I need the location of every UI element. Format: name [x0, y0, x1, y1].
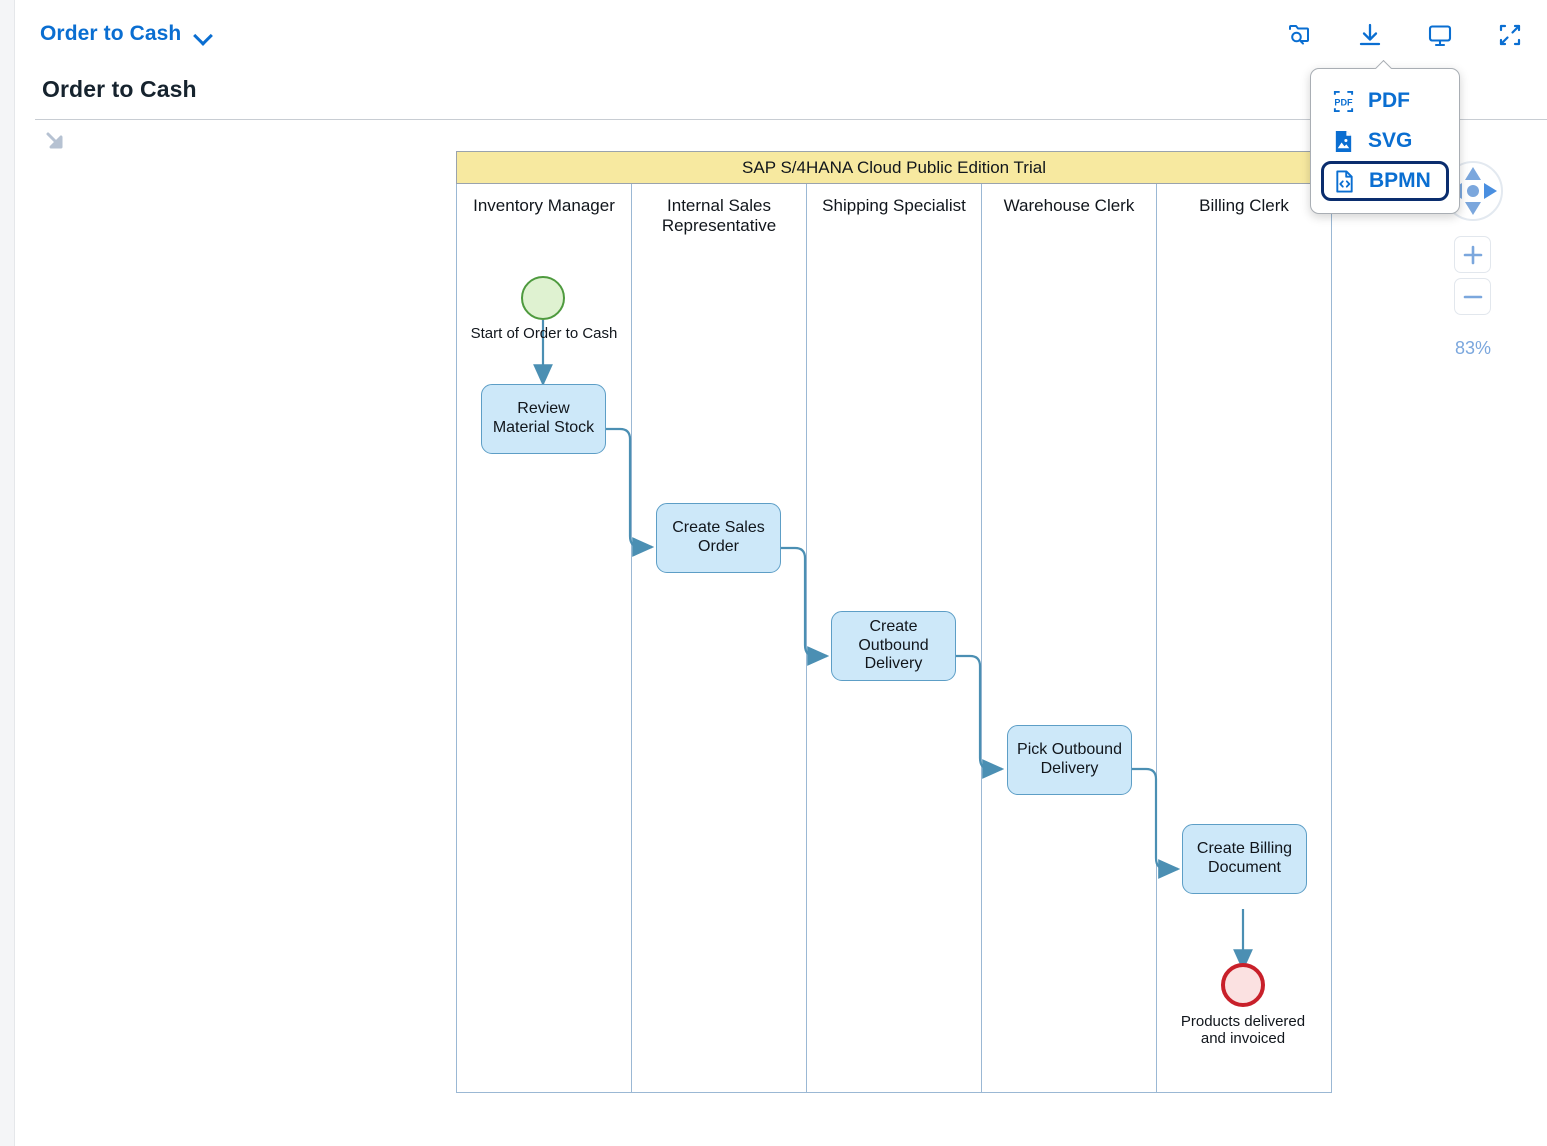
page-title: Order to Cash: [42, 76, 197, 102]
task-create-billing-document[interactable]: Create Billing Document: [1182, 824, 1307, 894]
svg-file-icon: [1335, 130, 1352, 152]
zoom-level-label: 83%: [1454, 338, 1492, 358]
header-toolbar: [1283, 18, 1527, 52]
lane-inventory-manager: Inventory Manager: [457, 184, 632, 1092]
collapse-fullscreen-icon[interactable]: [1493, 18, 1527, 52]
lane-title: Internal Sales Representative: [661, 196, 777, 235]
bpmn-pool: SAP S/4HANA Cloud Public Edition Trial I…: [456, 151, 1332, 1093]
svg-text:PDF: PDF: [1334, 97, 1353, 107]
end-event-label: Products delivered and invoiced: [1180, 1013, 1306, 1048]
lane-title: Billing Clerk: [1199, 196, 1289, 215]
task-create-outbound-delivery[interactable]: Create Outbound Delivery: [831, 611, 956, 681]
download-menu-label-pdf: PDF: [1368, 89, 1410, 112]
pdf-file-icon: PDF: [1333, 90, 1354, 112]
lane-billing-clerk: Billing Clerk: [1157, 184, 1331, 1092]
lane-title: Inventory Manager: [473, 196, 615, 215]
zoom-out-button[interactable]: [1454, 278, 1491, 315]
search-folder-icon[interactable]: [1283, 18, 1317, 52]
breadcrumb[interactable]: Order to Cash: [40, 22, 213, 46]
task-create-sales-order[interactable]: Create Sales Order: [656, 503, 781, 573]
download-menu-item-bpmn[interactable]: BPMN: [1321, 161, 1449, 201]
pool-title: SAP S/4HANA Cloud Public Edition Trial: [456, 151, 1332, 184]
diagram-canvas[interactable]: SAP S/4HANA Cloud Public Edition Trial I…: [0, 140, 1547, 1146]
expand-diagonal-arrow-icon[interactable]: [42, 128, 70, 156]
presentation-display-icon[interactable]: [1423, 18, 1457, 52]
lane-title: Shipping Specialist: [822, 196, 966, 215]
download-menu-label-svg: SVG: [1368, 129, 1413, 152]
task-review-material-stock[interactable]: Review Material Stock: [481, 384, 606, 454]
breadcrumb-label: Order to Cash: [40, 22, 182, 45]
lane-container: Inventory Manager Internal Sales Represe…: [456, 184, 1332, 1093]
left-rail: [0, 0, 15, 1146]
bpmn-nodes-layer: Start of Order to Cash Review Material S…: [456, 151, 1332, 1093]
download-format-menu: PDF PDF SVG BPMN: [1310, 68, 1460, 214]
menu-pointer: [1374, 60, 1392, 69]
end-event[interactable]: [1221, 963, 1265, 1007]
download-icon[interactable]: [1353, 18, 1387, 52]
chevron-down-icon[interactable]: [195, 29, 213, 40]
lane-internal-sales-representative: Internal Sales Representative: [632, 184, 807, 1092]
start-event[interactable]: [521, 276, 565, 320]
bpmn-code-file-icon: [1336, 169, 1353, 193]
header-divider: [35, 119, 1547, 120]
download-menu-label-bpmn: BPMN: [1369, 169, 1431, 192]
start-event-label: Start of Order to Cash: [470, 325, 618, 342]
download-menu-item-svg[interactable]: SVG: [1321, 121, 1449, 161]
zoom-in-button[interactable]: [1454, 236, 1491, 273]
task-pick-outbound-delivery[interactable]: Pick Outbound Delivery: [1007, 725, 1132, 795]
download-menu-item-pdf[interactable]: PDF PDF: [1321, 81, 1449, 121]
lane-warehouse-clerk: Warehouse Clerk: [982, 184, 1157, 1092]
lane-title: Warehouse Clerk: [1003, 196, 1135, 215]
